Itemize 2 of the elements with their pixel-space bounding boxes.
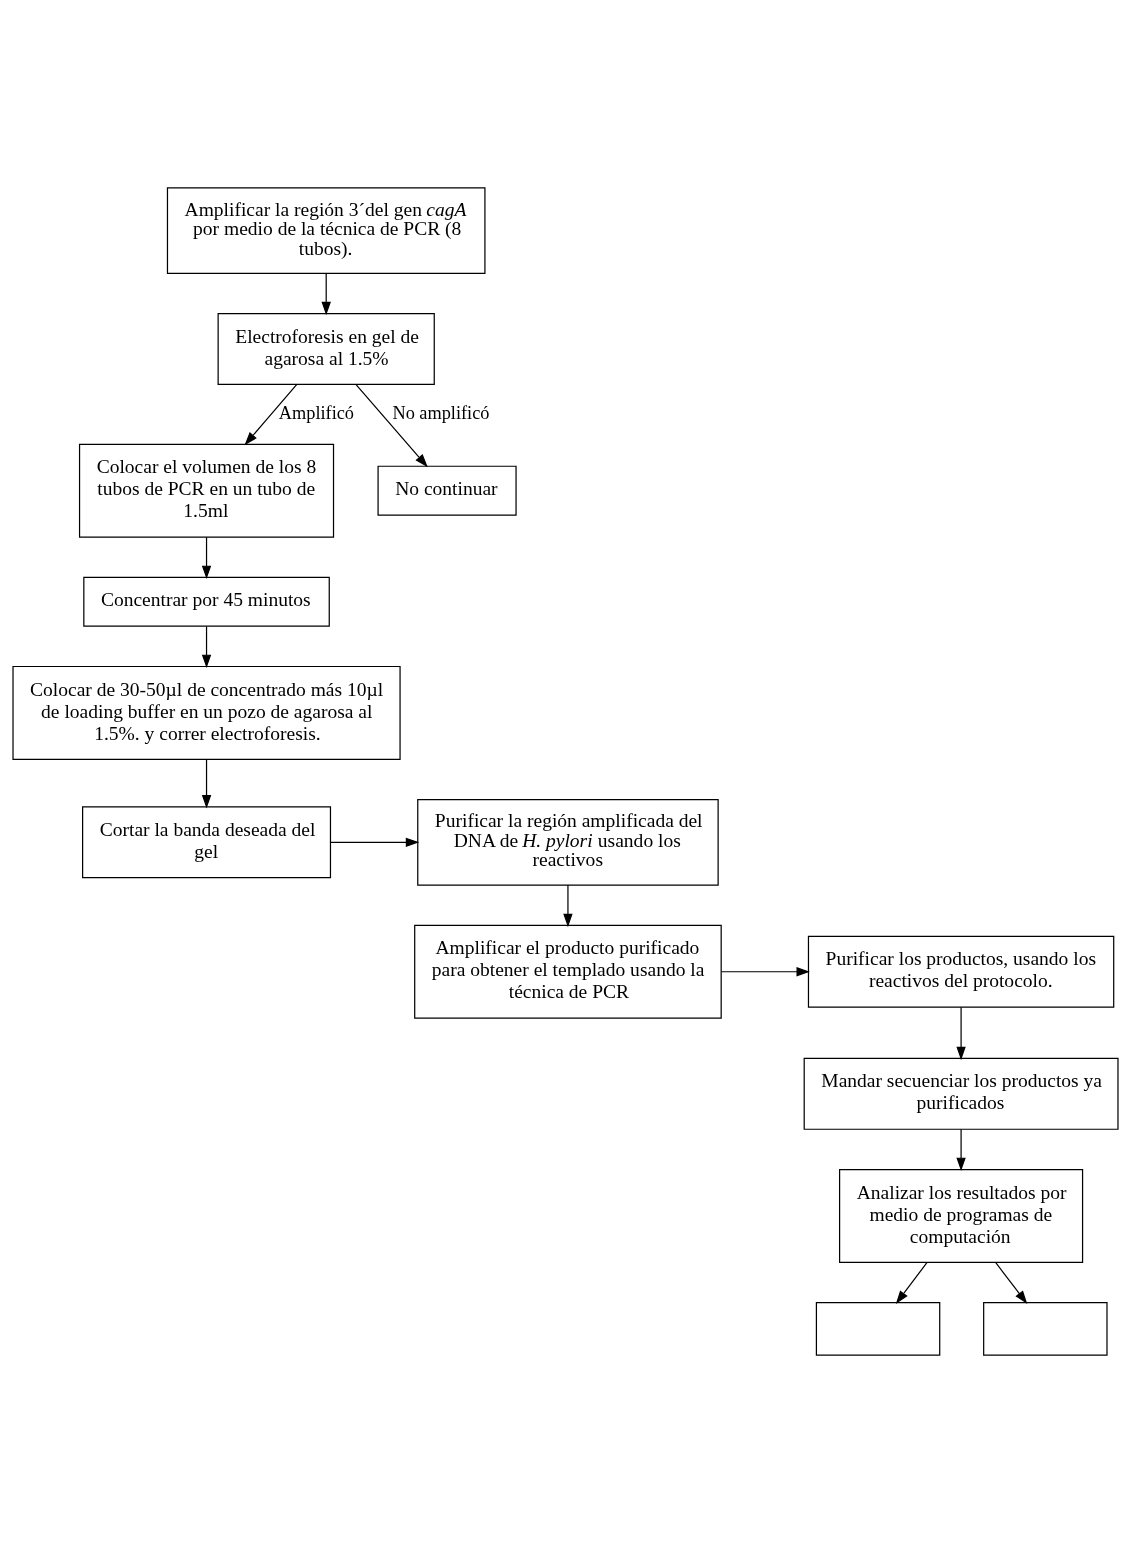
edge-label: Amplificó (278, 402, 355, 423)
edge-label: No amplificó (392, 402, 490, 423)
